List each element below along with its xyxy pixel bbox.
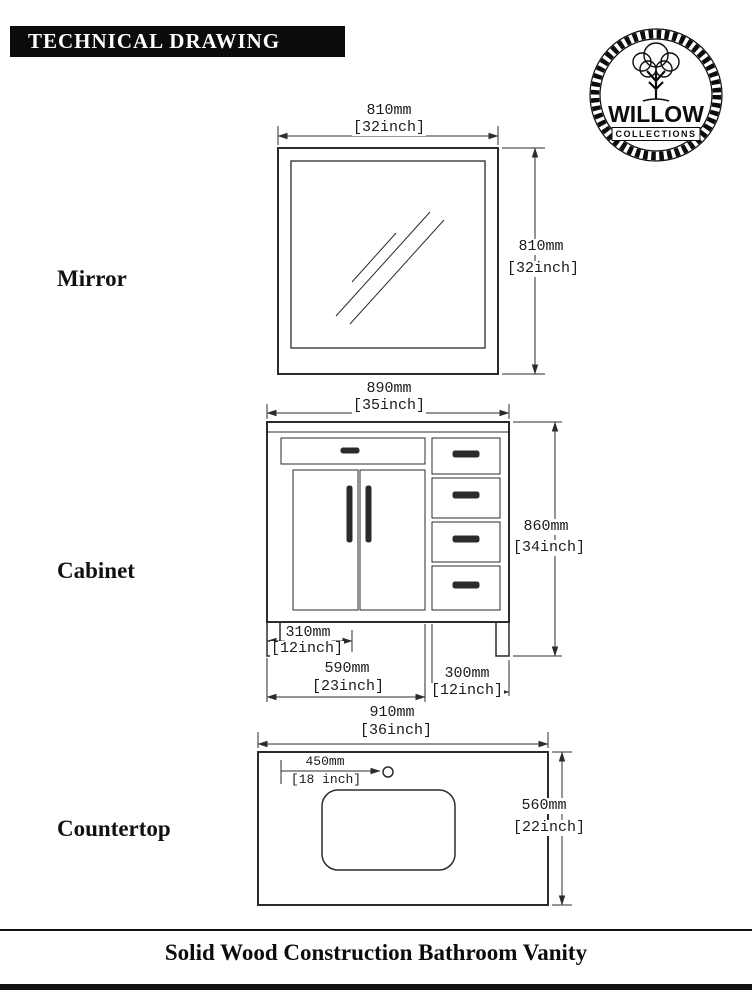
cabinet-width-inch: [35inch]: [351, 397, 427, 414]
cabinet-body: [266, 421, 510, 623]
cabinet-dim300-inch: [12inch]: [429, 682, 505, 699]
mirror-width-mm: 810mm: [365, 102, 413, 119]
cabinet-dim590-mm: 590mm: [323, 660, 371, 677]
cabinet-label: Cabinet: [57, 558, 135, 583]
drawer-handle: [452, 491, 480, 499]
side-drawer-2: [431, 477, 501, 519]
side-drawer-1: [431, 437, 501, 475]
cabinet-height-inch: [34inch]: [511, 539, 587, 556]
faucet-hole: [382, 766, 394, 778]
mirror-label: Mirror: [57, 266, 127, 291]
cabinet-dim310-mm: 310mm: [284, 624, 332, 641]
countertop-width-inch: [36inch]: [358, 722, 434, 739]
brand-subtitle: COLLECTIONS: [611, 127, 701, 141]
drawer-handle: [452, 450, 480, 458]
countertop-width-mm: 910mm: [368, 704, 416, 721]
page-title: TECHNICAL DRAWING: [28, 29, 281, 53]
footer-title: Solid Wood Construction Bathroom Vanity: [164, 940, 588, 965]
mirror-frame: [277, 147, 499, 375]
countertop-depth-mm: 560mm: [520, 797, 568, 814]
mirror-height-mm: 810mm: [517, 238, 565, 255]
willow-collections-logo: WILLOW COLLECTIONS: [586, 25, 726, 165]
mirror-height-inch: [32inch]: [505, 260, 581, 277]
cabinet-door-left: [292, 469, 359, 611]
cabinet-foot-right: [495, 621, 510, 657]
mirror-width-inch: [32inch]: [351, 119, 427, 136]
cabinet-width-mm: 890mm: [365, 380, 413, 397]
cabinet-dim310-inch: [12inch]: [269, 640, 345, 657]
logo-rope-ring: [589, 28, 723, 162]
mirror-glass: [290, 160, 486, 349]
cabinet-height-mm: 860mm: [522, 518, 570, 535]
sink-basin: [321, 789, 456, 871]
side-drawer-4: [431, 565, 501, 611]
door-handle-left: [346, 485, 353, 543]
countertop-depth-inch: [22inch]: [511, 819, 587, 836]
faucet-offset-inch: [18 inch]: [289, 772, 363, 787]
mirror-drawing: [277, 126, 545, 375]
cabinet-dim300-mm: 300mm: [443, 665, 491, 682]
tree-icon: [632, 42, 680, 102]
footer-divider: [0, 929, 752, 931]
faucet-offset-mm: 450mm: [304, 754, 346, 769]
drawer-handle: [340, 447, 360, 454]
drawer-handle: [452, 581, 480, 589]
cabinet-dim590-inch: [23inch]: [310, 678, 386, 695]
brand-name: WILLOW: [608, 101, 704, 127]
door-handle-right: [365, 485, 372, 543]
side-drawer-3: [431, 521, 501, 563]
drawer-handle: [452, 535, 480, 543]
cabinet-top-drawer: [280, 437, 426, 465]
page-title-banner: TECHNICAL DRAWING: [10, 26, 345, 57]
countertop-label: Countertop: [57, 816, 171, 841]
bottom-edge-bar: [0, 984, 752, 990]
cabinet-door-right: [359, 469, 426, 611]
